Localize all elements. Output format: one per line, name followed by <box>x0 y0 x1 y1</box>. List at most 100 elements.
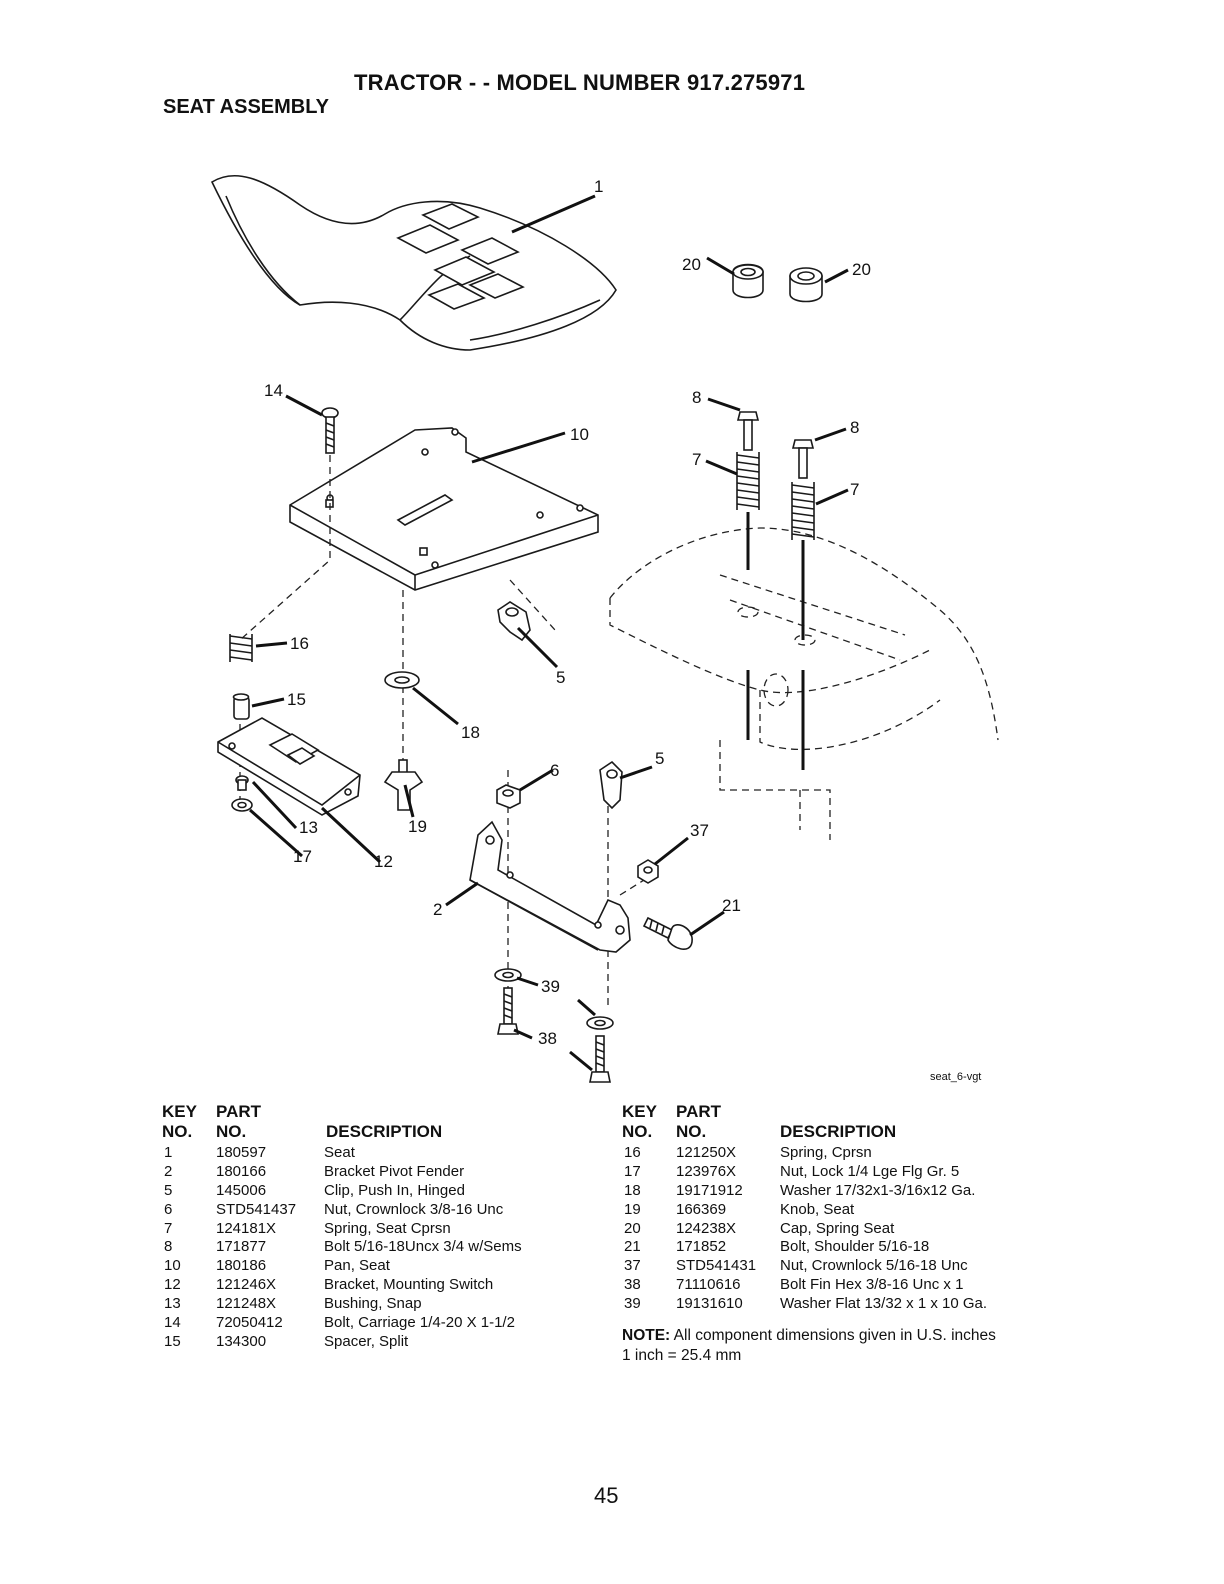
callout-15: 15 <box>287 690 306 709</box>
header-key-no: NO. <box>622 1122 653 1141</box>
callout-2: 2 <box>433 900 442 919</box>
carriage-bolt-part <box>321 407 339 454</box>
part-no: 180186 <box>216 1257 267 1275</box>
key-no: 18 <box>624 1181 641 1199</box>
key-no: 5 <box>164 1181 173 1199</box>
unit-conversion: 1 inch = 25.4 mm <box>622 1347 742 1364</box>
description: Clip, Push In, Hinged <box>324 1181 465 1199</box>
key-no: 20 <box>624 1219 641 1237</box>
key-no: 1 <box>164 1144 173 1161</box>
description: Cap, Spring Seat <box>780 1219 895 1237</box>
description: Washer Flat 13/32 x 1 x 10 Ga. <box>780 1295 988 1313</box>
callout-18: 18 <box>461 723 480 742</box>
header-part-no: NO. <box>676 1122 707 1141</box>
key-no: 39 <box>624 1295 641 1313</box>
key-no: 7 <box>164 1219 173 1237</box>
callout-12: 12 <box>374 852 393 871</box>
callout-8-right: 8 <box>850 418 859 437</box>
page-title: TRACTOR - - MODEL NUMBER 917.275971 <box>354 70 806 95</box>
part-no: 123976X <box>676 1162 737 1180</box>
part-no: 145006 <box>216 1181 267 1199</box>
callout-38: 38 <box>538 1029 557 1048</box>
spring-bolt-part <box>736 411 815 540</box>
callout-14: 14 <box>264 381 283 400</box>
description: Pan, Seat <box>324 1257 390 1275</box>
dimension-note: NOTE: All component dimensions given in … <box>622 1326 996 1366</box>
part-no: 124238X <box>676 1219 737 1237</box>
key-no: 16 <box>624 1144 641 1161</box>
part-no: 124181X <box>216 1219 277 1237</box>
note-label: NOTE: <box>622 1327 671 1344</box>
key-no: 17 <box>624 1162 641 1180</box>
key-no: 38 <box>624 1276 641 1294</box>
fender-outline <box>609 527 999 840</box>
part-no: 134300 <box>216 1332 267 1350</box>
description: Bolt, Shoulder 5/16-18 <box>780 1238 930 1256</box>
washer-knob-parts <box>383 671 424 811</box>
header-key: KEY <box>622 1102 657 1121</box>
table-row: 18 19171912 Washer 17/32x1-3/16x12 Ga. <box>622 1182 1062 1201</box>
callout-16: 16 <box>290 634 309 653</box>
callout-labels: 1 14 10 20 20 8 8 7 7 16 15 18 5 5 6 37 … <box>264 177 981 1083</box>
pivot-bracket-part <box>469 820 631 953</box>
callout-20-left: 20 <box>682 255 701 274</box>
part-no: STD541431 <box>676 1257 757 1275</box>
table-row: 39 19131610 Washer Flat 13/32 x 1 x 10 Ga. <box>622 1295 1062 1314</box>
header-part-no: NO. <box>216 1122 247 1141</box>
part-no: STD541437 <box>216 1200 297 1218</box>
seat-part <box>210 174 617 351</box>
table-row: 20 124238X Cap, Spring Seat <box>622 1220 1062 1239</box>
part-no: 166369 <box>676 1200 727 1218</box>
callout-39: 39 <box>541 977 560 996</box>
table-row: 38 71110616 Bolt Fin Hex 3/8-16 Unc x 1 <box>622 1276 1062 1295</box>
description: Bracket Pivot Fender <box>324 1162 465 1180</box>
note-text: All component dimensions given in U.S. i… <box>673 1327 996 1344</box>
callout-20-right: 20 <box>852 260 871 279</box>
part-no: 180166 <box>216 1162 267 1180</box>
page-number: 45 <box>594 1483 619 1508</box>
callout-37: 37 <box>690 821 709 840</box>
part-no: 19131610 <box>676 1295 743 1313</box>
callout-8-left: 8 <box>692 388 701 407</box>
part-no: 71110616 <box>676 1276 741 1294</box>
description: Spring, Seat Cprsn <box>324 1219 451 1237</box>
table-row: 17 123976X Nut, Lock 1/4 Lge Flg Gr. 5 <box>622 1163 1062 1182</box>
key-no: 10 <box>164 1257 181 1275</box>
callout-1: 1 <box>594 177 603 196</box>
description: Bolt, Carriage 1/4-20 X 1-1/2 <box>324 1314 515 1332</box>
description: Bushing, Snap <box>324 1295 422 1313</box>
table-row: 19 166369 Knob, Seat <box>622 1201 1062 1220</box>
description: Bolt Fin Hex 3/8-16 Unc x 1 <box>780 1276 964 1294</box>
part-no: 19171912 <box>676 1181 743 1199</box>
callout-7-left: 7 <box>692 450 701 469</box>
shoulder-bolt-part <box>642 916 693 950</box>
key-no: 19 <box>624 1200 641 1218</box>
callout-17: 17 <box>293 847 312 866</box>
description: Knob, Seat <box>780 1200 855 1218</box>
callout-10: 10 <box>570 425 589 444</box>
header-key-no: NO. <box>162 1122 193 1141</box>
part-no: 121248X <box>216 1295 277 1313</box>
part-no: 171852 <box>676 1238 727 1256</box>
section-title: SEAT ASSEMBLY <box>163 96 329 118</box>
callout-7-right: 7 <box>850 480 859 499</box>
callout-19: 19 <box>408 817 427 836</box>
callout-leader-lines <box>249 194 849 1072</box>
part-no: 180597 <box>216 1144 267 1161</box>
header-key: KEY <box>162 1102 197 1121</box>
part-no: 121246X <box>216 1276 277 1294</box>
callout-13: 13 <box>299 818 318 837</box>
description: Washer 17/32x1-3/16x12 Ga. <box>780 1181 976 1199</box>
description: Nut, Lock 1/4 Lge Flg Gr. 5 <box>780 1162 960 1180</box>
description: Bracket, Mounting Switch <box>324 1276 494 1294</box>
header-part: PART <box>216 1102 262 1121</box>
part-no: 121250X <box>676 1144 737 1161</box>
